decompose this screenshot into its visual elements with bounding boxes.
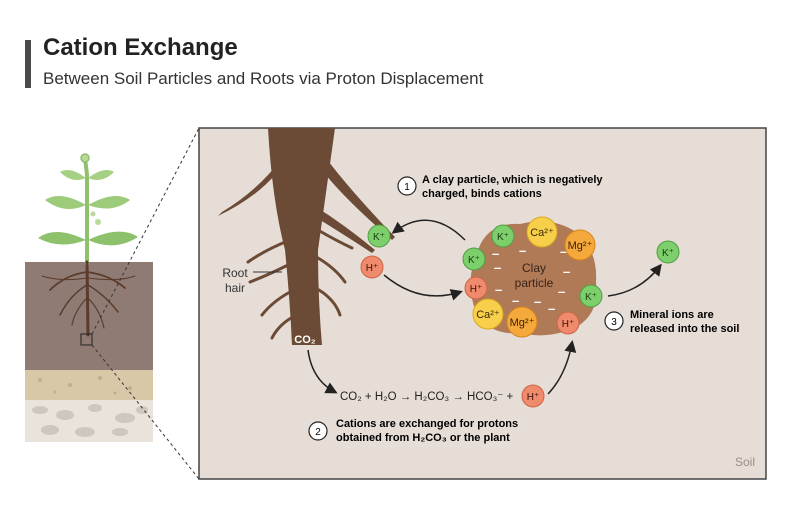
page-title: Cation Exchange: [43, 34, 238, 61]
clay-label-line1: Clay: [522, 261, 546, 275]
svg-text:Ca²⁺: Ca²⁺: [530, 227, 554, 239]
ion-mg-clay-bottom: Mg²⁺: [506, 306, 538, 338]
arrow-h-to-clay-bottom: [547, 340, 577, 395]
ion-ca-clay-top: Ca²⁺: [526, 216, 558, 248]
negative-charge: –: [494, 260, 501, 275]
step-text-line2: charged, binds cations: [422, 188, 542, 200]
negative-charge: –: [558, 284, 565, 299]
svg-text:K⁺: K⁺: [585, 292, 597, 303]
ion-ca-clay-bottom: Ca²⁺: [472, 298, 504, 330]
step-text-line1: A clay particle, which is negatively: [422, 174, 603, 186]
ion-h-clay-bottom: H⁺: [556, 311, 580, 335]
arrow-k-release: [607, 263, 662, 297]
step-number: 2: [315, 427, 321, 438]
svg-text:H⁺: H⁺: [562, 319, 575, 330]
step-number: 3: [611, 317, 617, 328]
negative-charge: –: [548, 301, 555, 316]
clay-particle: Clay particle – – – – – – – – – –: [470, 221, 597, 336]
negative-charge: –: [563, 264, 570, 279]
ion-k-clay-top: K⁺: [491, 224, 515, 248]
arrow-co2-equation: [307, 349, 338, 394]
arrow-k-to-root: [391, 219, 466, 241]
root-illustration: CO₂: [218, 128, 395, 346]
svg-text:K⁺: K⁺: [662, 248, 674, 259]
soil-label: Soil: [735, 455, 755, 469]
equation-text: CO₂ + H₂O → H₂CO₃ → HCO₃⁻ +: [340, 391, 514, 403]
plant-illustration: [25, 127, 200, 480]
negative-charge: –: [534, 294, 541, 309]
svg-text:K⁺: K⁺: [468, 255, 480, 266]
title-accent-bar: [25, 40, 31, 88]
svg-text:Ca²⁺: Ca²⁺: [476, 309, 500, 321]
negative-charge: –: [560, 244, 567, 259]
negative-charge: –: [512, 293, 519, 308]
page-subtitle: Between Soil Particles and Roots via Pro…: [43, 69, 484, 88]
step-number: 1: [404, 182, 410, 193]
root-hair-label-line2: hair: [225, 281, 245, 295]
root-hair-label-line1: Root: [222, 266, 248, 280]
root-co2-label: CO₂: [294, 334, 316, 346]
subsoil-layer: [25, 370, 153, 400]
ion-h-clay-left: H⁺: [464, 276, 488, 300]
svg-text:Mg²⁺: Mg²⁺: [510, 317, 535, 329]
clay-label-line2: particle: [515, 276, 554, 290]
ion-k-root: K⁺: [367, 224, 391, 248]
svg-text:H⁺: H⁺: [366, 263, 379, 274]
arrow-h-to-clay: [383, 274, 463, 301]
step-text-line2: released into the soil: [630, 323, 739, 335]
svg-text:K⁺: K⁺: [373, 232, 385, 243]
ion-mg-clay-right: Mg²⁺: [564, 229, 596, 261]
svg-text:K⁺: K⁺: [497, 232, 509, 243]
ion-h-equation: H⁺: [521, 384, 545, 408]
step-1-callout: 1 A clay particle, which is negatively c…: [397, 174, 603, 200]
svg-text:H⁺: H⁺: [527, 392, 540, 403]
svg-text:H⁺: H⁺: [470, 284, 483, 295]
step-text-line2: obtained from H₂CO₃ or the plant: [336, 432, 510, 444]
negative-charge: –: [492, 246, 499, 261]
zoom-box: [80, 333, 93, 346]
svg-text:Mg²⁺: Mg²⁺: [568, 240, 593, 252]
ion-k-released: K⁺: [656, 240, 680, 264]
step-2-callout: 2 Cations are exchanged for protons obta…: [308, 418, 518, 444]
negative-charge: –: [519, 243, 526, 258]
ion-h-root: H⁺: [360, 255, 384, 279]
negative-charge: –: [495, 282, 502, 297]
step-text-line1: Cations are exchanged for protons: [336, 418, 518, 430]
step-text-line1: Mineral ions are: [630, 309, 714, 321]
ion-k-clay-right: K⁺: [579, 284, 603, 308]
step-3-callout: 3 Mineral ions are released into the soi…: [604, 309, 739, 335]
ion-k-clay-left: K⁺: [462, 247, 486, 271]
